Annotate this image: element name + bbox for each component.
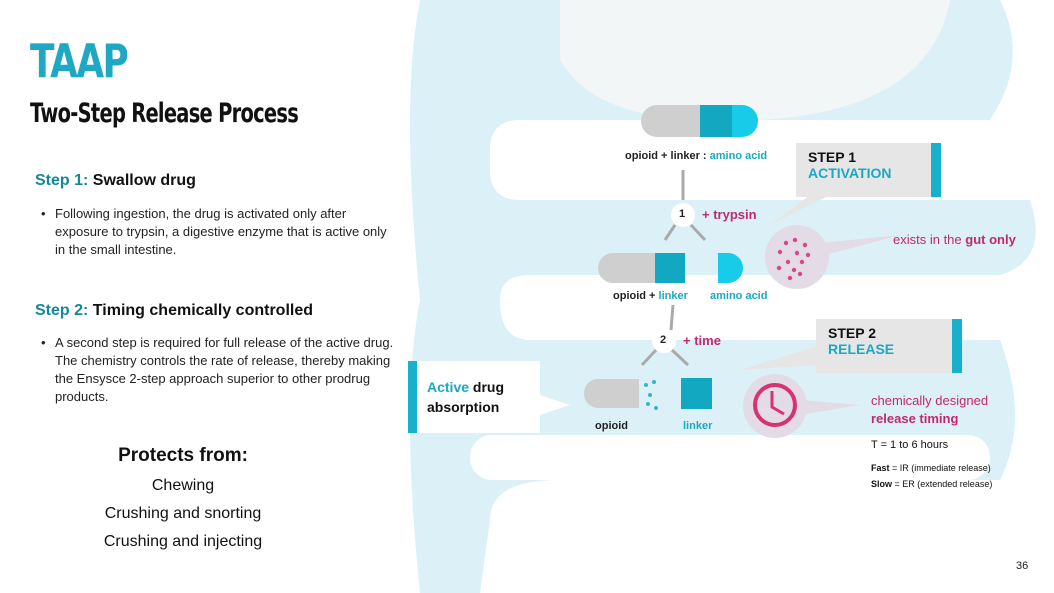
step1-accent-bar (931, 143, 941, 197)
absorption-accent-bar (408, 361, 417, 433)
absorption-box: Active drug absorption (408, 361, 540, 433)
amino-acid-icon (718, 253, 743, 283)
linker-icon (681, 378, 712, 409)
opioid-linker-label: opioid + linker (613, 290, 688, 302)
intact-capsule-icon (641, 105, 758, 137)
clock-icon (753, 383, 797, 427)
time-range: T = 1 to 6 hours (871, 439, 949, 451)
protects-heading: Protects from: (118, 445, 248, 466)
capsule-label: opioid + linker : amino acid (625, 150, 768, 162)
time-label: + time (683, 333, 721, 348)
protects-section: Protects from: Chewing Crushing and snor… (33, 445, 333, 551)
slow-note: Slow = ER (extended release) (871, 479, 993, 489)
step2-number: 2 (660, 334, 667, 346)
trypsin-label: + trypsin (702, 207, 757, 222)
page-title: TAAP (30, 34, 129, 88)
gut-note: exists in the gut only (893, 232, 1016, 247)
fast-note: Fast = IR (immediate release) (871, 463, 991, 473)
protects-item: Crushing and snorting (104, 505, 262, 522)
protects-item: Chewing (151, 477, 215, 494)
amino-acid-label: amino acid (710, 290, 768, 302)
released-particles-icon (644, 380, 658, 410)
step2-accent-bar (952, 319, 962, 373)
page-number: 36 (1016, 560, 1029, 572)
step2-box: STEP 2 RELEASE (816, 319, 962, 373)
page-subtitle: Two-Step Release Process (30, 98, 299, 129)
step1-box: STEP 1 ACTIVATION (796, 143, 941, 197)
opioid-linker-capsule-icon (598, 253, 685, 283)
step2-heading: Step 2: Timing chemically controlled (35, 302, 313, 319)
opioid-label: opioid (595, 420, 628, 432)
step1-number: 1 (679, 208, 686, 220)
trypsin-enzyme-icon (765, 225, 829, 289)
stomach-shape (560, 0, 950, 122)
release-note: chemically designed release timing (871, 393, 989, 426)
step1-bullet: Following ingestion, the drug is activat… (35, 205, 395, 259)
opioid-icon (584, 379, 639, 408)
step1-heading: Step 1: Swallow drug (35, 172, 196, 189)
linker-label: linker (683, 420, 713, 432)
protects-item: Crushing and injecting (103, 533, 263, 550)
step2-bullet: A second step is required for full relea… (35, 334, 395, 406)
